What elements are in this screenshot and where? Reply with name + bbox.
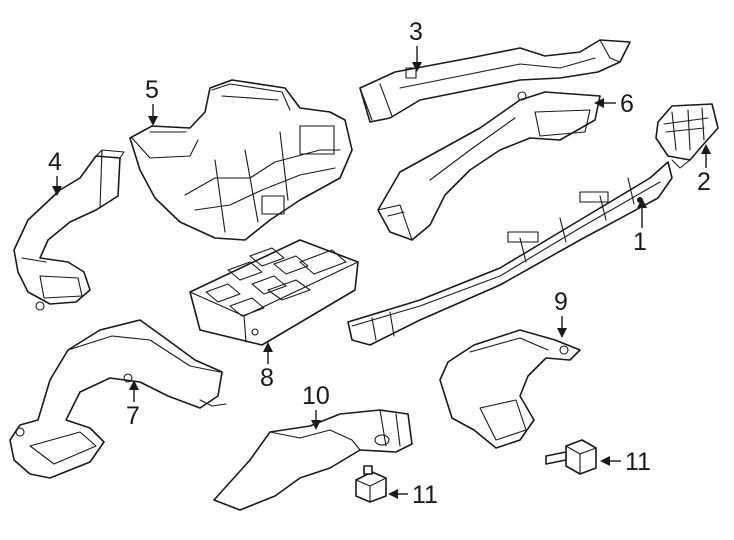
part-5-hvac-housing[interactable] [129, 79, 353, 241]
callout-2: 2 [697, 144, 711, 196]
part-8-grid-panel[interactable] [189, 239, 359, 346]
callout-5-label: 5 [145, 76, 159, 104]
callout-11b-label: 11 [625, 448, 651, 476]
callout-11a: 11 [388, 481, 438, 509]
callout-6-label: 6 [620, 90, 634, 118]
part-4-duct[interactable] [13, 149, 125, 311]
callout-7-label: 7 [126, 402, 140, 430]
part-11-clip-b[interactable] [545, 439, 597, 475]
callout-2-label: 2 [697, 168, 711, 196]
callout-8-label: 8 [260, 364, 274, 392]
callout-11b: 11 [600, 448, 651, 476]
callout-3: 3 [409, 18, 423, 72]
callout-1: 1 [633, 198, 647, 256]
callout-7: 7 [126, 380, 140, 430]
part-2-bracket[interactable] [655, 103, 719, 169]
part-1-center-bar[interactable] [347, 161, 673, 346]
part-7-duct[interactable] [9, 319, 227, 479]
part-11-clip-a[interactable] [355, 465, 387, 503]
part-6-duct[interactable] [377, 91, 601, 241]
callout-9: 9 [554, 288, 568, 338]
callout-9-label: 9 [554, 288, 568, 316]
callout-5: 5 [145, 76, 159, 126]
callout-3-label: 3 [409, 18, 423, 46]
callout-10-label: 10 [302, 382, 330, 410]
callout-10: 10 [302, 382, 330, 430]
callout-4-label: 4 [48, 148, 62, 176]
part-9-duct[interactable] [439, 329, 581, 449]
callout-8: 8 [260, 342, 274, 392]
callout-1-label: 1 [633, 228, 647, 256]
part-3-duct[interactable] [359, 39, 631, 123]
callout-11a-label: 11 [412, 481, 438, 509]
part-10-duct[interactable] [213, 409, 413, 511]
callout-4: 4 [48, 148, 62, 196]
callout-6: 6 [594, 90, 634, 118]
